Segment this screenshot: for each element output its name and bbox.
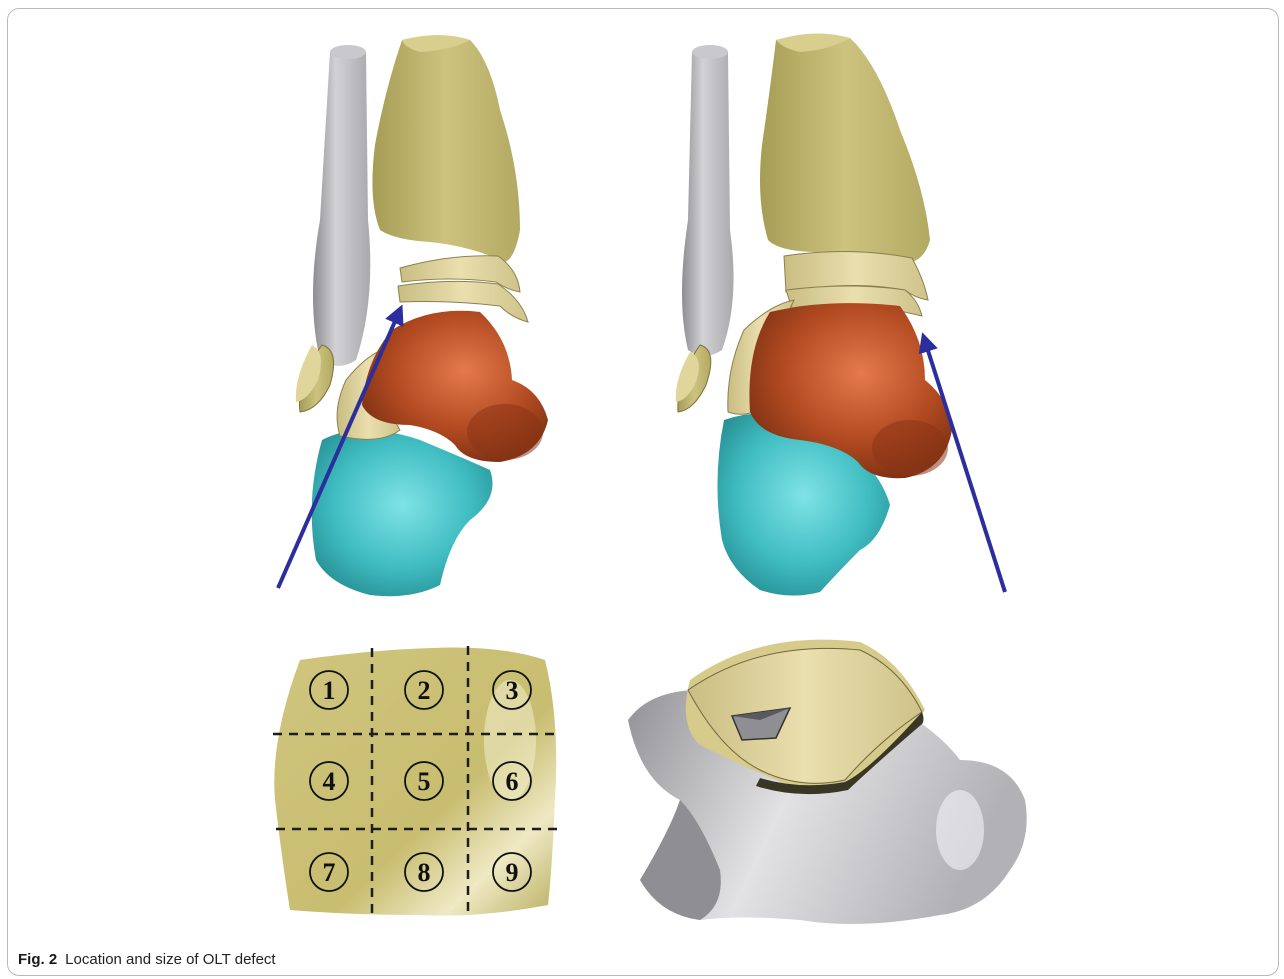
ankle-model-right [676,33,1005,595]
grid-label-7: 7 [323,858,336,887]
figure-caption: Fig. 2 Location and size of OLT defect [18,951,276,968]
tibia [372,36,520,262]
figure-caption-text: Location and size of OLT defect [65,951,275,968]
grid-label-2: 2 [418,676,431,705]
fibula [313,47,370,366]
ankle-model-left [278,35,548,596]
tibia [760,34,930,262]
grid-label-6: 6 [506,767,519,796]
grid-label-4: 4 [323,767,336,796]
talus-defect-model [628,640,1027,924]
grid-label-3: 3 [506,676,519,705]
grid-label-8: 8 [418,858,431,887]
talar-dome-grid: 1 2 3 4 5 6 7 8 9 [273,646,562,916]
grid-label-1: 1 [323,676,336,705]
grid-label-9: 9 [506,858,519,887]
fibula [682,47,734,356]
figure-label: Fig. 2 [18,951,57,968]
grid-label-5: 5 [418,767,431,796]
